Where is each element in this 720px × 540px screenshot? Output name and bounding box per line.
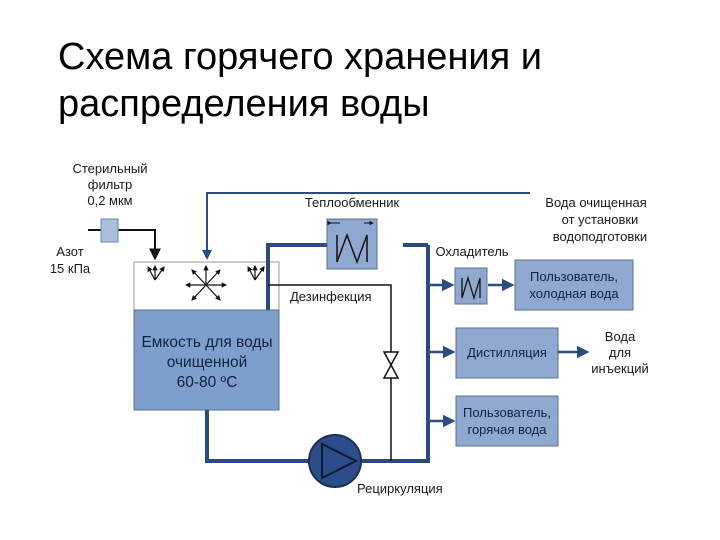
spray-center: [184, 264, 228, 301]
injection-label-line-1: Вода: [605, 329, 636, 344]
distillation-label: Дистилляция: [467, 345, 547, 360]
main-pipes: [205, 243, 430, 463]
cold-user-rect: [514, 259, 634, 311]
filter-label-line-3: 0,2 мкм: [87, 193, 132, 208]
pipe-return-to-tank: [266, 243, 327, 310]
inflow-label-line-1: Вода очищенная: [545, 195, 646, 210]
heat-exchanger-box: [326, 218, 378, 270]
consumer-branches: [428, 278, 590, 428]
spray-left: [147, 264, 165, 281]
disinfection-pipe: [268, 284, 392, 461]
hot-user-rect: [455, 395, 559, 447]
disinfection-line: [268, 284, 400, 461]
distillation-rect: [455, 327, 559, 379]
pump-label: Рециркуляция: [357, 481, 443, 496]
nitrogen-label-line-2: 15 кПа: [50, 261, 91, 276]
inflow-label-line-2: от установки: [562, 212, 639, 227]
pipe-pump-to-loop: [360, 245, 430, 463]
injection-label-line-3: инъекций: [591, 361, 648, 376]
tank-water: [133, 309, 280, 411]
cold-user-line-2: холодная вода: [529, 286, 619, 301]
cold-user-box: Пользователь, холодная вода: [514, 259, 634, 311]
filter-label-line-2: фильтр: [88, 177, 132, 192]
cold-user-line-1: Пользователь,: [530, 269, 618, 284]
hot-user-line-1: Пользователь,: [463, 405, 551, 420]
heat-exchanger-label: Теплообменник: [305, 195, 400, 210]
nitrogen-arrow: [88, 229, 161, 261]
tank-label-line-3: 60-80 ºC: [177, 374, 238, 391]
pump-icon: [321, 442, 359, 480]
title-line-1: Схема горячего хранения и: [58, 36, 543, 78]
slide-title: Схема горячего хранения и распределения …: [58, 34, 698, 128]
tank-label-line-2: очищенной: [167, 354, 248, 371]
nitrogen-line: [88, 218, 161, 261]
cooler-label: Охладитель: [435, 244, 508, 259]
hot-user-box: Пользователь, горячая вода: [455, 395, 559, 447]
purified-water-inflow-line: [202, 192, 530, 260]
recirculation-pump: Рециркуляция: [308, 434, 443, 496]
spray-nozzles: [147, 264, 265, 301]
disinfection-label: Дезинфекция: [290, 289, 372, 304]
tank-label-line-1: Емкость для воды: [141, 334, 272, 351]
valve-icon: [382, 351, 400, 379]
distillation-box: Дистилляция: [455, 327, 559, 379]
pipe-tank-to-pump: [205, 410, 313, 463]
nitrogen-label-line-1: Азот: [56, 244, 83, 259]
spray-right: [247, 264, 265, 281]
sterile-filter: [100, 218, 119, 243]
hot-user-line-2: горячая вода: [468, 422, 548, 437]
heat-exchanger-coil-icon: [336, 232, 368, 265]
inflow-label-line-3: водоподготовки: [553, 229, 647, 244]
heat-exchanger: Теплообменник: [305, 195, 400, 270]
cooler: Охладитель: [435, 244, 509, 305]
injection-label-line-2: для: [609, 345, 631, 360]
cooler-coil-icon: [461, 275, 481, 301]
filter-label-line-1: Стерильный: [72, 161, 147, 176]
title-line-2: распределения воды: [58, 83, 430, 125]
storage-tank: Емкость для воды очищенной 60-80 ºC: [133, 261, 280, 411]
